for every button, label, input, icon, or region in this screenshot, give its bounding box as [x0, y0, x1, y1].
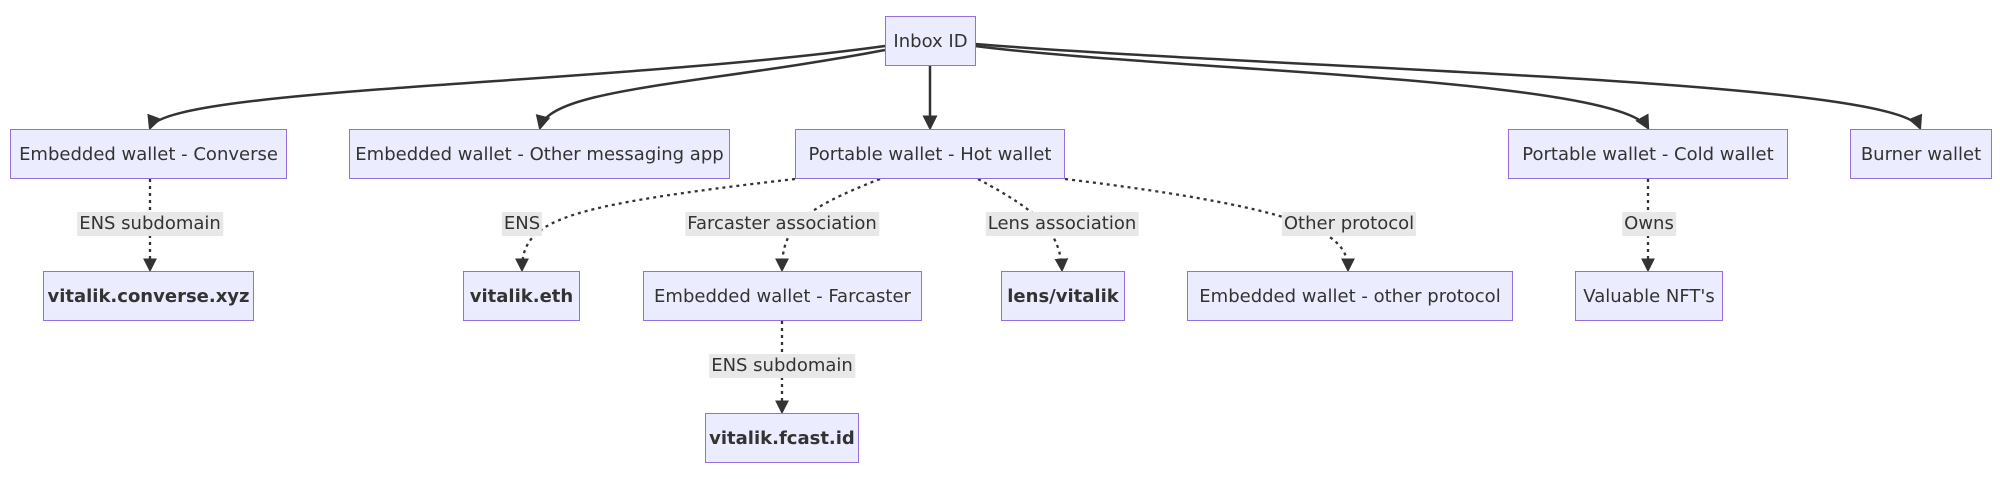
edge-inbox-to-portable-cold [974, 44, 1650, 131]
edge-inbox-to-embedded-other-app [535, 48, 886, 131]
edge-inbox-to-embedded-converse [147, 44, 886, 131]
edge-label-lens-association: Lens association [985, 212, 1139, 236]
edge-label-owns: Owns [1622, 212, 1676, 236]
edge-label-other-protocol: Other protocol [1281, 212, 1417, 236]
node-embedded-wallet-other-messaging-app: Embedded wallet - Other messaging app [349, 129, 730, 179]
node-vitalik-fcast-id: vitalik.fcast.id [705, 413, 859, 463]
node-embedded-wallet-farcaster: Embedded wallet - Farcaster [643, 271, 922, 321]
node-vitalik-converse-xyz: vitalik.converse.xyz [43, 271, 254, 321]
edge-hot-to-vitalik-eth [515, 177, 796, 273]
node-lens-vitalik: lens/vitalik [1001, 271, 1125, 321]
node-inbox-id: Inbox ID [885, 16, 976, 66]
edge-label-ens-subdomain-converse: ENS subdomain [77, 212, 223, 236]
node-embedded-wallet-other-protocol: Embedded wallet - other protocol [1187, 271, 1513, 321]
node-vitalik-eth: vitalik.eth [463, 271, 580, 321]
edge-label-ens-subdomain-farcaster: ENS subdomain [709, 354, 855, 378]
node-portable-wallet-cold: Portable wallet - Cold wallet [1508, 129, 1788, 179]
node-burner-wallet: Burner wallet [1850, 129, 1992, 179]
edge-label-ens: ENS [501, 212, 543, 236]
edge-inbox-to-burner [974, 42, 1922, 131]
node-embedded-wallet-converse: Embedded wallet - Converse [10, 129, 287, 179]
node-portable-wallet-hot: Portable wallet - Hot wallet [795, 129, 1065, 179]
node-valuable-nfts: Valuable NFT's [1575, 271, 1723, 321]
edge-label-farcaster-association: Farcaster association [685, 212, 879, 236]
